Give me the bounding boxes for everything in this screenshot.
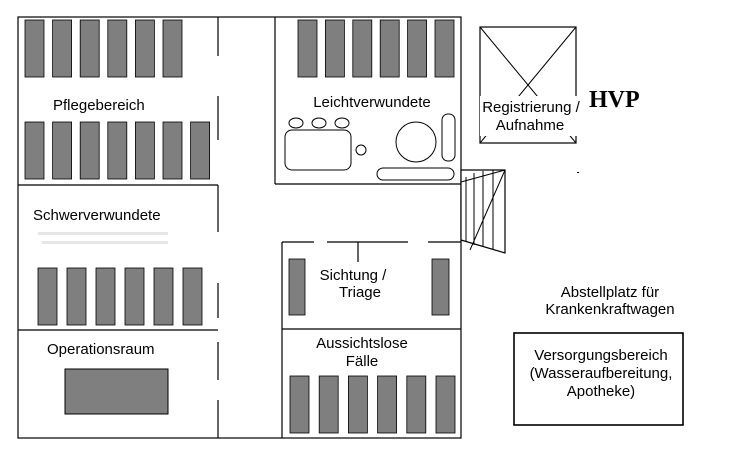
bed <box>297 19 318 78</box>
faint-stripe <box>42 241 168 244</box>
bed <box>52 121 72 180</box>
faint-stripe <box>38 232 168 235</box>
label-registrierung: Registrierung / <box>482 99 580 116</box>
bench-vertical <box>441 113 456 162</box>
bed <box>79 121 100 180</box>
bed <box>434 19 455 78</box>
bed <box>134 19 155 78</box>
label-pflegebereich: Pflegebereich <box>53 97 145 114</box>
bed <box>190 121 211 180</box>
bed-group-aussichtslos <box>289 375 456 434</box>
stool <box>334 117 350 129</box>
label-faelle: Fälle <box>346 353 379 370</box>
table-large <box>284 129 352 171</box>
bed <box>107 19 128 78</box>
triage-bed <box>431 258 450 316</box>
room-pflegebereich: Pflegebereich <box>18 17 219 186</box>
bed <box>435 375 456 434</box>
label-krankenkraftwagen: Krankenkraftwagen <box>545 301 674 318</box>
bed <box>24 19 45 78</box>
label-wasseraufbereitung: (Wasseraufbereitung, <box>530 365 673 382</box>
room-aussichtslose-faelle: Aussichtslose Fälle <box>289 335 456 434</box>
bed <box>66 267 87 326</box>
room-sichtung-triage: Sichtung / Triage <box>281 241 461 438</box>
room-schwerverwundete: Schwerverwundete <box>18 185 219 331</box>
bed <box>289 375 310 434</box>
label-operationsraum: Operationsraum <box>47 341 155 358</box>
label-leichtverwundete: Leichtverwundete <box>313 94 431 111</box>
label-abstellplatz: Abstellplatz für <box>561 284 659 301</box>
bed <box>182 267 203 326</box>
operating-table <box>64 368 169 415</box>
bench-horizontal <box>376 167 455 181</box>
label-backdrop <box>480 96 580 136</box>
label-sichtung: Sichtung / <box>320 267 388 284</box>
bed-group-pflege-bottom <box>24 121 211 180</box>
label-aufnahme: Aufnahme <box>496 117 564 134</box>
triage-bed <box>288 258 306 316</box>
bed <box>79 19 100 78</box>
bed <box>134 121 155 180</box>
bed <box>406 375 427 434</box>
label-versorgungsbereich: Versorgungsbereich <box>534 347 667 364</box>
bed <box>95 267 116 326</box>
entrance-stairs <box>460 169 506 254</box>
label-aussichtslose: Aussichtslose <box>316 335 408 352</box>
bed <box>347 375 368 434</box>
bed <box>37 267 58 326</box>
diagram-title: HVP <box>589 87 640 113</box>
stool <box>355 144 367 156</box>
bed <box>52 19 72 78</box>
bed <box>162 121 183 180</box>
room-operationsraum: Operationsraum <box>47 341 219 438</box>
bed <box>318 375 339 434</box>
bed <box>407 19 428 78</box>
dot <box>577 172 579 173</box>
room-leichtverwundete: Leichtverwundete <box>274 17 461 185</box>
stool <box>311 117 327 129</box>
supply-area: Versorgungsbereich (Wasseraufbereitung, … <box>513 332 684 426</box>
bed <box>324 19 345 78</box>
bed <box>24 121 45 180</box>
registration-tent: Registrierung / Aufnahme <box>479 26 581 144</box>
label-triage: Triage <box>339 284 381 301</box>
bed <box>153 267 174 326</box>
bed <box>352 19 373 78</box>
round-table <box>395 121 437 163</box>
label-schwerverwundete: Schwerverwundete <box>33 207 161 224</box>
bed <box>377 375 398 434</box>
bed-group-leicht <box>297 19 455 78</box>
label-apotheke: Apotheke) <box>567 383 635 400</box>
bed <box>162 19 183 78</box>
bed <box>107 121 128 180</box>
bed <box>124 267 145 326</box>
stool <box>288 117 304 129</box>
bed-group-pflege-top <box>24 19 183 78</box>
bed <box>379 19 400 78</box>
bed-group-schwer <box>37 267 203 326</box>
